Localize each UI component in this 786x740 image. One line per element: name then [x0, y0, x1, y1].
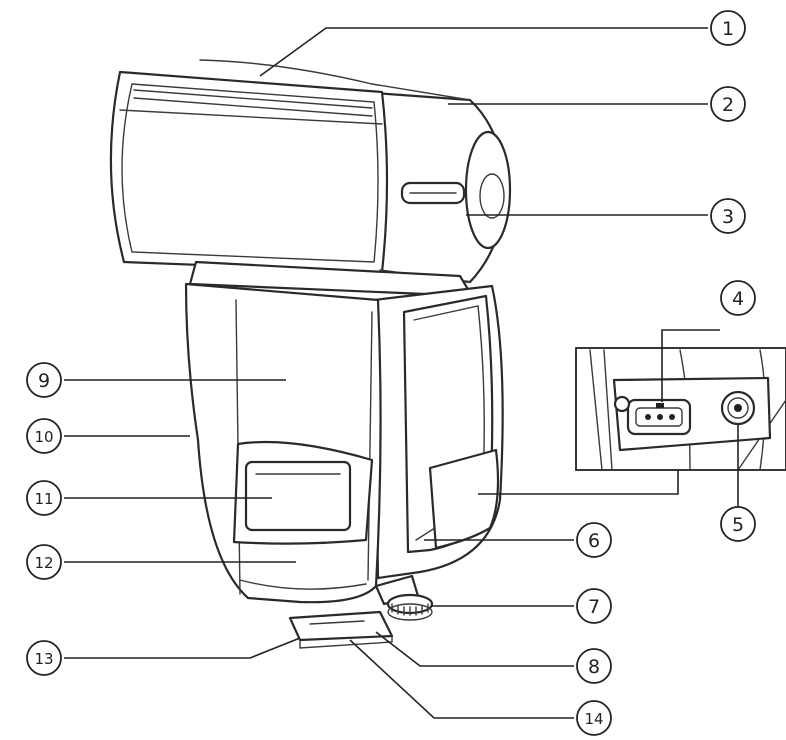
callouts: 1 2 3 4 5 6 7 8 9 10 11 12 13 14 [26, 10, 756, 736]
callout-5: 5 [720, 506, 756, 542]
flash-head [109, 59, 512, 284]
svg-text:8: 8 [588, 656, 600, 678]
svg-text:9: 9 [38, 370, 50, 392]
pc-sync-socket [720, 390, 756, 426]
head-front-face [109, 70, 389, 274]
svg-text:6: 6 [588, 530, 600, 552]
callout-3: 3 [710, 198, 746, 234]
lock-ring [386, 593, 434, 621]
flash-foot [288, 574, 434, 649]
callout-4: 4 [720, 280, 756, 316]
callout-12: 12 [26, 544, 62, 580]
bounce-card [133, 89, 373, 109]
callout-14: 14 [576, 700, 612, 736]
external-power-socket [626, 398, 692, 436]
svg-text:12: 12 [34, 554, 53, 572]
svg-text:1: 1 [722, 18, 734, 40]
callout-11: 11 [26, 480, 62, 516]
callout-9: 9 [26, 362, 62, 398]
hot-shoe-foot [288, 610, 394, 642]
callout-6: 6 [576, 522, 612, 558]
ports-inset [575, 347, 786, 471]
callout-13: 13 [26, 640, 62, 676]
svg-text:11: 11 [34, 490, 53, 508]
callout-10: 10 [26, 418, 62, 454]
callout-7: 7 [576, 588, 612, 624]
svg-text:2: 2 [722, 94, 734, 116]
svg-text:10: 10 [34, 428, 53, 446]
svg-text:5: 5 [732, 514, 744, 536]
leader-lines [64, 27, 739, 719]
callout-8: 8 [576, 648, 612, 684]
flash-body [184, 282, 504, 604]
svg-text:4: 4 [732, 288, 744, 310]
svg-text:14: 14 [584, 710, 603, 728]
callout-2: 2 [710, 86, 746, 122]
svg-text:13: 13 [34, 650, 53, 668]
callout-1: 1 [710, 10, 746, 46]
port-cover [428, 448, 500, 550]
svg-text:7: 7 [588, 596, 600, 618]
af-assist-lamp [244, 460, 352, 532]
svg-text:3: 3 [722, 206, 734, 228]
